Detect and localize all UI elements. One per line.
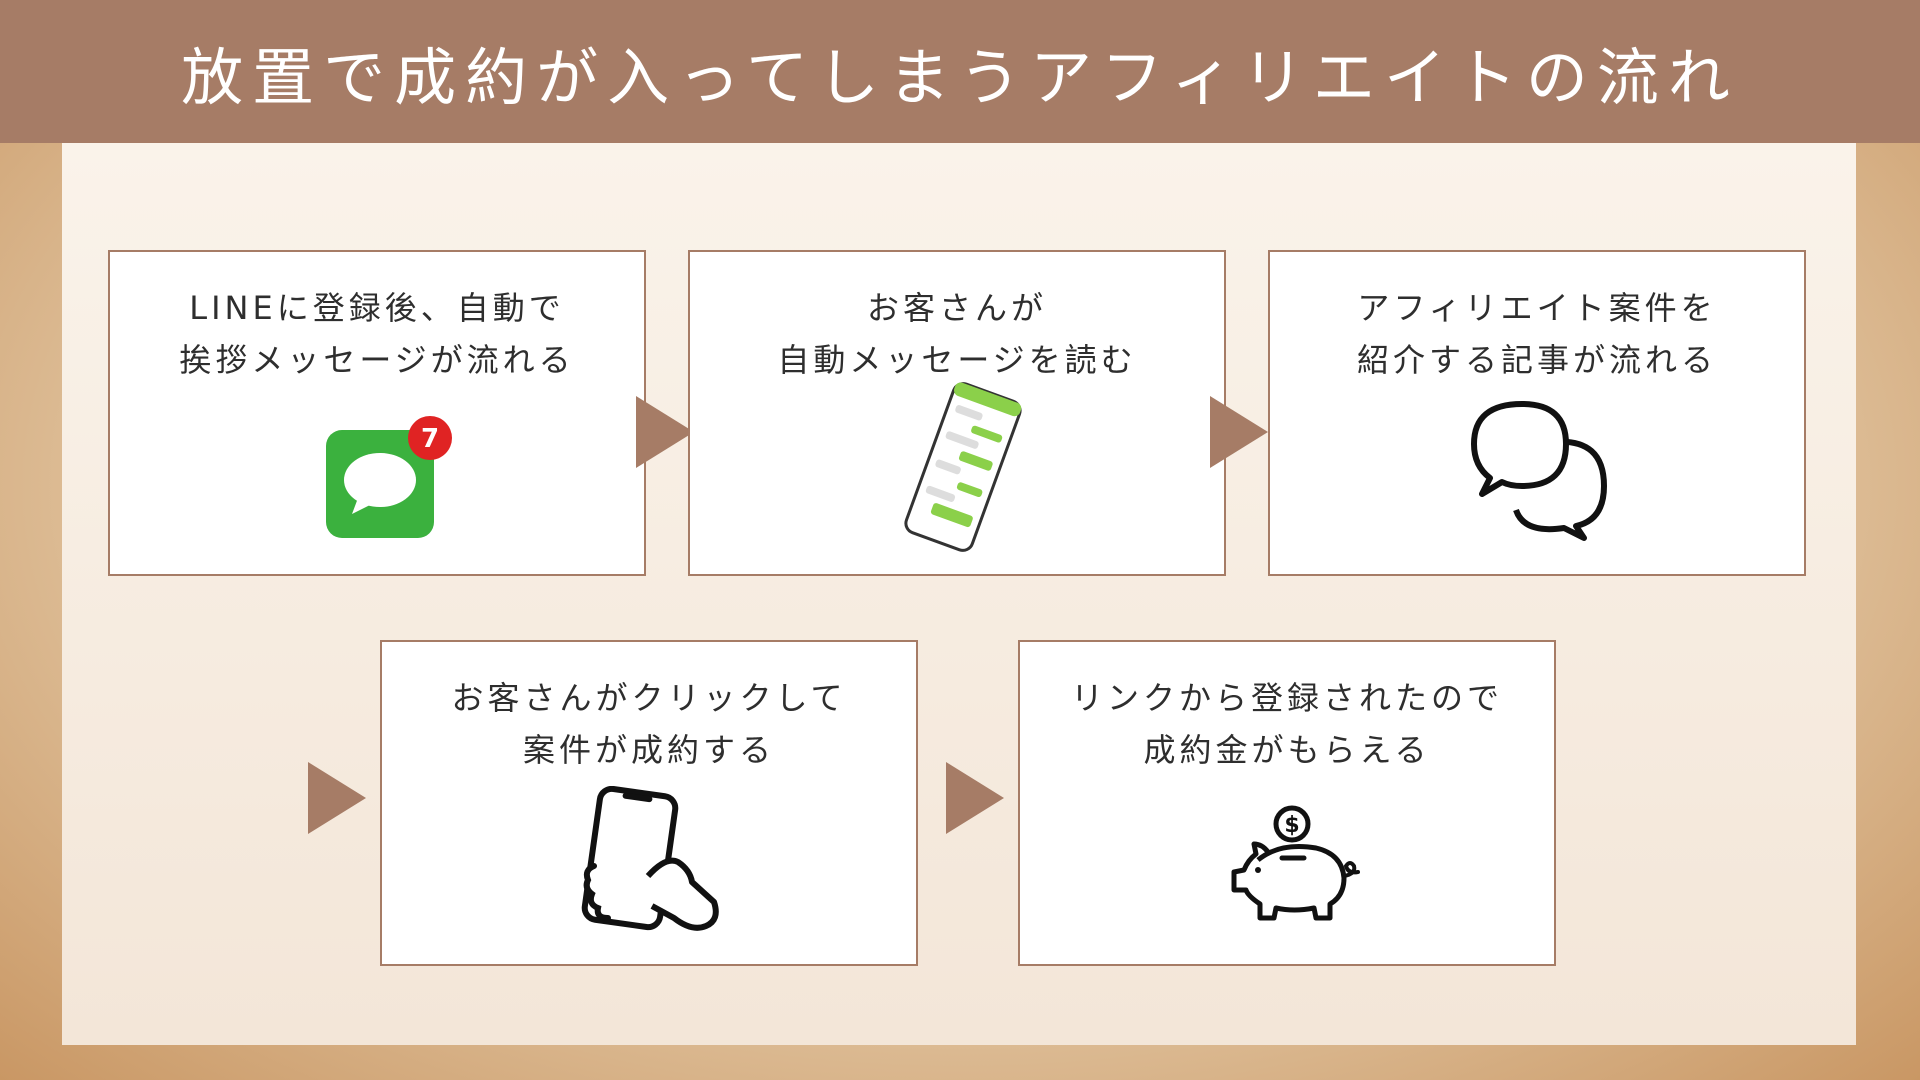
- hand-holding-phone-icon: [581, 786, 719, 931]
- step-1-line-1: LINEに登録後、自動で: [189, 289, 565, 327]
- step-4-text: お客さんがクリックして 案件が成約する: [382, 672, 916, 776]
- flow-arrow-1: [636, 396, 694, 468]
- step-card-3: アフィリエイト案件を 紹介する記事が流れる: [1268, 250, 1806, 576]
- step-card-1: LINEに登録後、自動で 挨拶メッセージが流れる 7: [108, 250, 646, 576]
- step-1-text: LINEに登録後、自動で 挨拶メッセージが流れる: [110, 282, 644, 386]
- step-4-line-1: お客さんがクリックして: [451, 679, 847, 717]
- flow-arrow-2: [1210, 396, 1268, 468]
- step-2-line-1: お客さんが: [866, 289, 1047, 327]
- speech-bubbles-icon: [1471, 401, 1607, 541]
- step-5-line-2: 成約金がもらえる: [1143, 731, 1431, 769]
- step-2-line-2: 自動メッセージを読む: [777, 341, 1137, 379]
- step-4-line-2: 案件が成約する: [522, 731, 775, 769]
- title-banner: 放置で成約が入ってしまうアフィリエイトの流れ: [0, 0, 1920, 143]
- step-2-text: お客さんが 自動メッセージを読む: [690, 282, 1224, 386]
- step-5-line-1: リンクから登録されたので: [1070, 679, 1503, 717]
- page-title: 放置で成約が入ってしまうアフィリエイトの流れ: [181, 40, 1739, 114]
- step-1-line-2: 挨拶メッセージが流れる: [179, 341, 575, 379]
- svg-text:$: $: [1284, 813, 1299, 838]
- smartphone-chat-icon: [904, 382, 1022, 552]
- notification-badge-count: 7: [421, 424, 439, 454]
- step-card-5: リンクから登録されたので 成約金がもらえる $: [1018, 640, 1556, 966]
- step-3-line-1: アフィリエイト案件を: [1357, 289, 1717, 327]
- step-card-4: お客さんがクリックして 案件が成約する: [380, 640, 918, 966]
- line-message-app-icon: 7: [326, 416, 452, 538]
- piggy-bank-icon: $: [1231, 805, 1360, 921]
- step-3-line-2: 紹介する記事が流れる: [1356, 341, 1717, 379]
- flow-arrow-4: [946, 762, 1004, 834]
- step-5-text: リンクから登録されたので 成約金がもらえる: [1020, 672, 1554, 776]
- step-3-text: アフィリエイト案件を 紹介する記事が流れる: [1270, 282, 1804, 386]
- step-card-2: お客さんが 自動メッセージを読む: [688, 250, 1226, 576]
- flow-arrow-3: [308, 762, 366, 834]
